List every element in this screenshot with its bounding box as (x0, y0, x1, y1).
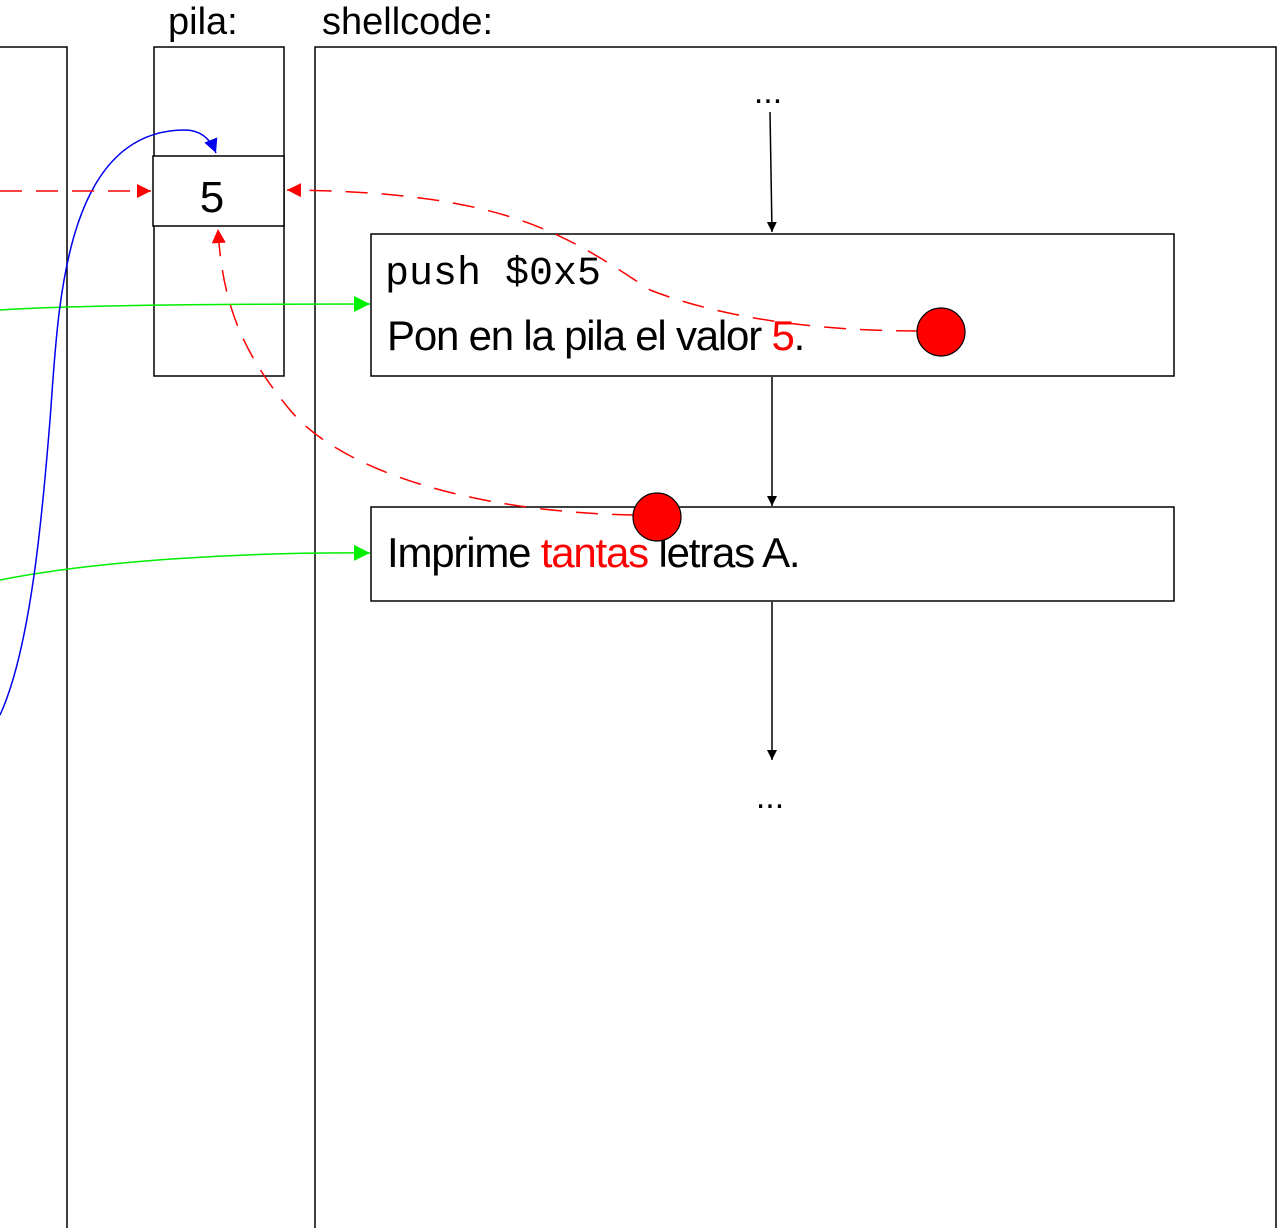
green-arrow-to-print (0, 544, 371, 581)
shellcode-panel (314, 46, 1277, 1228)
stack-cell-value: 5 (200, 173, 224, 222)
instruction-print-box (370, 506, 1175, 602)
red-dot-print (632, 492, 682, 542)
instruction-push-box (370, 233, 1175, 377)
flow-arrow-1 (766, 111, 777, 233)
red-dot-push (916, 307, 966, 357)
instruction-push-desc-suffix: . (794, 312, 804, 359)
ellipsis-bottom: ... (756, 778, 784, 816)
instruction-push-desc-value: 5 (771, 312, 793, 359)
stack-cell (152, 155, 285, 227)
instruction-push-desc-prefix: Pon en la pila el valor (387, 312, 771, 359)
red-dashed-arrow-push-to-stack (286, 183, 919, 332)
blue-arrow-to-stack (0, 129, 218, 716)
instruction-push-description: Pon en la pila el valor 5. (387, 312, 804, 359)
instruction-print-desc-prefix: Imprime (387, 529, 541, 576)
instruction-print-description: Imprime tantas letras A. (387, 529, 799, 576)
green-arrow-to-push (0, 296, 371, 313)
stack-label: pila: (168, 1, 238, 43)
instruction-push-code: push $0x5 (385, 252, 601, 297)
instruction-print-desc-highlight: tantas (541, 529, 648, 576)
left-panel (0, 46, 68, 1228)
ellipsis-top: ... (754, 73, 782, 111)
shellcode-label: shellcode: (322, 1, 493, 43)
red-dashed-arrow-stack-to-print (211, 228, 635, 516)
instruction-print-desc-suffix: letras A. (648, 529, 799, 576)
